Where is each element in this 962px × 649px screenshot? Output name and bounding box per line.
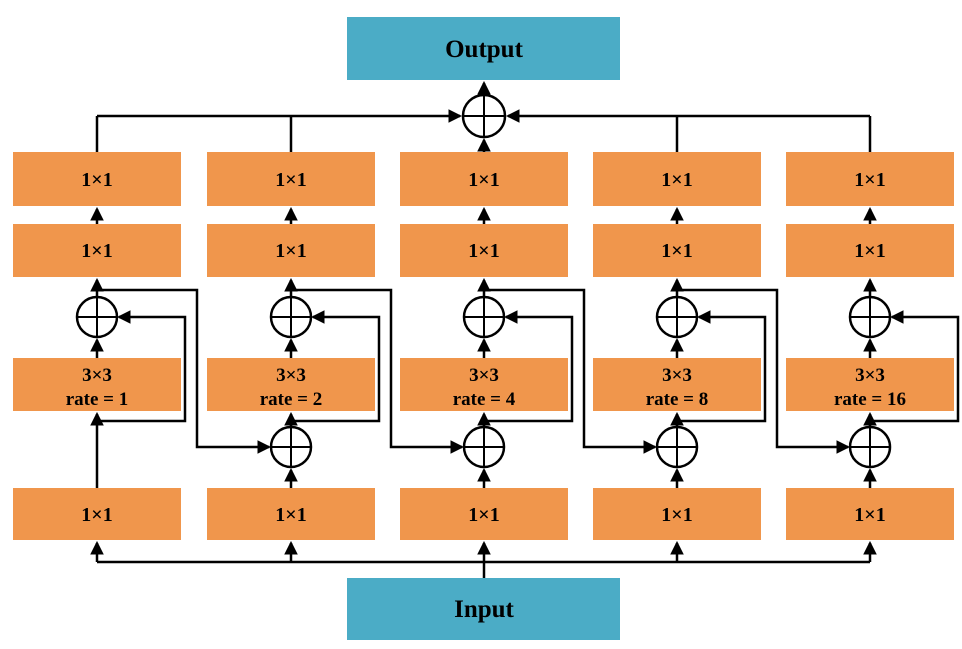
sum-node-lower-col3 bbox=[462, 425, 506, 469]
sum-node-upper-col5 bbox=[848, 295, 892, 339]
conv-label-col1: 3×3 bbox=[82, 365, 112, 386]
mid-1x1-label-col5: 1×1 bbox=[854, 240, 885, 262]
bottom-1x1-box-col1 bbox=[13, 488, 181, 540]
top-1x1-box-col3 bbox=[400, 152, 568, 206]
cascade-connection-col4-col5 bbox=[677, 288, 851, 454]
bottom-1x1-label-col5: 1×1 bbox=[854, 504, 885, 526]
sum-node-upper-col2 bbox=[269, 295, 313, 339]
skip-connection-col4 bbox=[677, 310, 767, 423]
conv-label-col3: 3×3 bbox=[469, 365, 499, 386]
top-1x1-box-col1 bbox=[13, 152, 181, 206]
bottom-1x1-box-col5 bbox=[786, 488, 954, 540]
sum-node-upper-col4 bbox=[655, 295, 699, 339]
plus-icon bbox=[850, 427, 890, 467]
skip-connection-col3 bbox=[484, 310, 574, 423]
plus-icon bbox=[271, 297, 311, 337]
top-1x1-label-col3: 1×1 bbox=[468, 169, 499, 191]
io-boxes bbox=[347, 17, 620, 640]
sum-node-upper-col3 bbox=[462, 295, 506, 339]
connectors bbox=[90, 80, 960, 578]
conv-3x3-box-col3 bbox=[400, 358, 568, 411]
rate-label-col2: rate = 2 bbox=[260, 389, 323, 410]
conv-3x3-box-col5 bbox=[786, 358, 954, 411]
skip-connection-col2 bbox=[291, 310, 381, 423]
plus-icon bbox=[77, 297, 117, 337]
mid-1x1-label-col1: 1×1 bbox=[81, 240, 112, 262]
plus-icon bbox=[464, 297, 504, 337]
plus-icon bbox=[463, 95, 505, 137]
conv-label-col4: 3×3 bbox=[662, 365, 692, 386]
skip-connection-col5 bbox=[870, 310, 960, 423]
sum-node-lower-col5 bbox=[848, 425, 892, 469]
bottom-1x1-label-col4: 1×1 bbox=[661, 504, 692, 526]
conv-3x3-box-col4 bbox=[593, 358, 761, 411]
sum-node-top bbox=[461, 93, 507, 139]
skip-connection-col1 bbox=[97, 310, 187, 423]
plus-icon bbox=[271, 427, 311, 467]
bottom-1x1-label-col2: 1×1 bbox=[275, 504, 306, 526]
labels: Output Input 1×1 1×1 1×1 1×1 1×1 1×1 1×1… bbox=[66, 36, 906, 623]
conv-3x3-box-col1 bbox=[13, 358, 181, 411]
sum-node-lower-col2 bbox=[269, 425, 313, 469]
top-1x1-box-col2 bbox=[207, 152, 375, 206]
top-1x1-box-col4 bbox=[593, 152, 761, 206]
conv-label-col2: 3×3 bbox=[276, 365, 306, 386]
sum-node-upper-col1 bbox=[75, 295, 119, 339]
rate-label-col3: rate = 4 bbox=[453, 389, 516, 410]
sum-node-lower-col4 bbox=[655, 425, 699, 469]
cascade-connection-col3-col4 bbox=[484, 288, 658, 454]
mid-1x1-label-col3: 1×1 bbox=[468, 240, 499, 262]
bottom-1x1-label-col1: 1×1 bbox=[81, 504, 112, 526]
conv-3x3-box-col2 bbox=[207, 358, 375, 411]
top-1x1-label-col1: 1×1 bbox=[81, 169, 112, 191]
mid-1x1-box-col3 bbox=[400, 224, 568, 277]
bottom-1x1-box-col4 bbox=[593, 488, 761, 540]
bottom-1x1-box-col3 bbox=[400, 488, 568, 540]
input-box bbox=[347, 578, 620, 640]
input-label: Input bbox=[454, 596, 514, 623]
rate-label-col1: rate = 1 bbox=[66, 389, 129, 410]
mid-1x1-box-col5 bbox=[786, 224, 954, 277]
sum-nodes bbox=[75, 93, 892, 469]
plus-icon bbox=[657, 427, 697, 467]
rate-label-col5: rate = 16 bbox=[834, 389, 906, 410]
conv-label-col5: 3×3 bbox=[855, 365, 885, 386]
top-1x1-box-col5 bbox=[786, 152, 954, 206]
plus-icon bbox=[657, 297, 697, 337]
mid-1x1-box-col1 bbox=[13, 224, 181, 277]
process-boxes bbox=[13, 152, 954, 540]
cascade-connection-col2-col3 bbox=[291, 288, 465, 454]
top-1x1-label-col4: 1×1 bbox=[661, 169, 692, 191]
output-label: Output bbox=[445, 36, 523, 63]
rate-label-col4: rate = 8 bbox=[646, 389, 709, 410]
mid-1x1-box-col4 bbox=[593, 224, 761, 277]
bottom-1x1-label-col3: 1×1 bbox=[468, 504, 499, 526]
plus-icon bbox=[850, 297, 890, 337]
mid-1x1-box-col2 bbox=[207, 224, 375, 277]
plus-icon bbox=[464, 427, 504, 467]
mid-1x1-label-col4: 1×1 bbox=[661, 240, 692, 262]
top-1x1-label-col2: 1×1 bbox=[275, 169, 306, 191]
output-box bbox=[347, 17, 620, 80]
top-1x1-label-col5: 1×1 bbox=[854, 169, 885, 191]
mid-1x1-label-col2: 1×1 bbox=[275, 240, 306, 262]
cascade-connection-col1-col2 bbox=[97, 288, 272, 454]
bottom-1x1-box-col2 bbox=[207, 488, 375, 540]
